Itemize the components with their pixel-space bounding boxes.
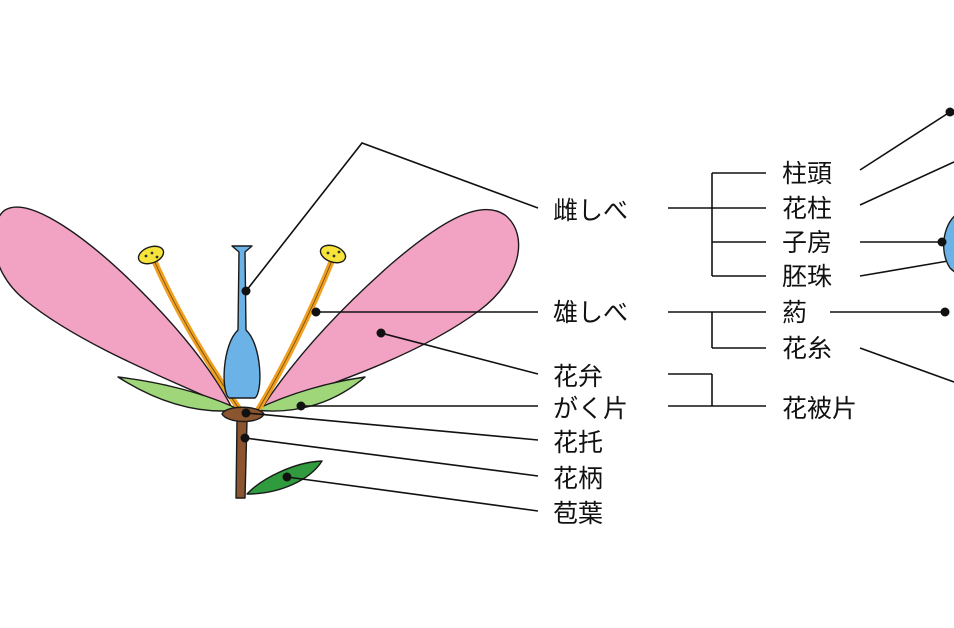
receptacle-dot <box>241 408 251 418</box>
ovule-pointer <box>859 259 954 277</box>
pistil-dot <box>241 286 251 296</box>
stamen-dot <box>311 307 321 317</box>
label-petal: 花弁 <box>553 362 603 391</box>
label-stigma: 柱頭 <box>782 159 832 188</box>
anther-dot <box>150 251 154 255</box>
bract-leader <box>286 476 539 512</box>
flower-illustration <box>0 206 520 499</box>
style-pointer <box>859 161 954 206</box>
ovary-illustration-partial <box>943 215 954 273</box>
stigma-pointer <box>859 111 951 171</box>
stigma-pointer-dot <box>945 107 954 117</box>
bract-dot <box>282 472 292 482</box>
right-petal <box>261 208 520 409</box>
label-ovule: 胚珠 <box>782 262 832 291</box>
label-ovary: 子房 <box>782 228 832 257</box>
right-anther <box>319 244 347 264</box>
pistil-leader <box>245 142 539 292</box>
pointer-dots <box>240 286 386 482</box>
right-pointers <box>830 107 954 383</box>
label-pedicel: 花柄 <box>553 464 603 493</box>
petal-leader <box>380 332 539 375</box>
label-stamen: 雄しべ <box>553 298 628 327</box>
sub-part-labels: 柱頭 花柱 子房 胚珠 葯 花糸 花被片 <box>782 159 857 423</box>
anther-dot <box>332 254 336 258</box>
pedicel-shape <box>235 419 248 499</box>
label-receptacle: 花托 <box>553 428 603 457</box>
label-style: 花柱 <box>782 194 832 223</box>
sepal-dot <box>296 401 306 411</box>
label-filament: 花糸 <box>782 334 832 363</box>
filament-pointer <box>859 347 954 383</box>
petal-dot <box>376 328 386 338</box>
right-filament-outline <box>257 257 334 411</box>
label-anther: 葯 <box>782 298 807 327</box>
pedicel-leader <box>244 437 539 477</box>
label-pistil: 雌しべ <box>553 196 628 225</box>
anther-dot <box>155 255 159 259</box>
label-tepal: 花被片 <box>782 394 857 423</box>
left-anther <box>137 245 165 265</box>
anther-dot <box>337 250 341 254</box>
leader-lines <box>244 142 539 512</box>
main-part-labels: 雌しべ 雄しべ 花弁 がく片 花托 花柄 苞葉 <box>553 196 628 528</box>
anther-pointer-dot <box>940 307 950 317</box>
bracket-lines <box>668 172 766 407</box>
label-sepal: がく片 <box>553 394 628 423</box>
label-bract: 苞葉 <box>553 499 603 528</box>
pistil-shape <box>223 245 261 399</box>
pedicel-dot <box>240 433 250 443</box>
left-petal <box>0 206 233 409</box>
ovary-pointer-dot <box>937 237 947 247</box>
anther-dot <box>144 254 148 258</box>
receptacle-leader <box>245 412 539 441</box>
anther-dot <box>326 251 330 255</box>
